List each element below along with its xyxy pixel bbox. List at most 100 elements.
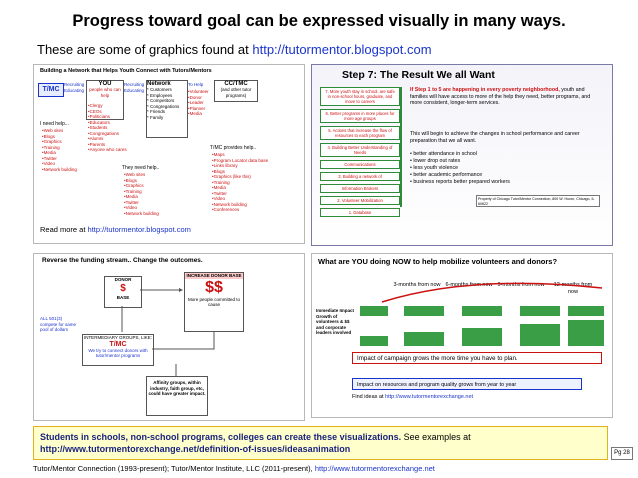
- step-box: 1. Database: [320, 208, 400, 217]
- i-need-item: •Network building: [42, 166, 77, 172]
- you-item: •Anyone who cares: [88, 147, 127, 152]
- tohelp-item: •Planner: [188, 105, 206, 111]
- footer-credits-text: Tutor/Mentor Connection (1993-present); …: [33, 464, 315, 473]
- tmc-provides-item: •Media: [212, 185, 226, 190]
- they-need-item: •Blogs: [124, 177, 137, 183]
- panel4-heading: What are YOU doing NOW to help mobilize …: [318, 257, 558, 266]
- they-need-item: •Graphics: [124, 183, 144, 188]
- footer-credits: Tutor/Mentor Connection (1993-present); …: [33, 464, 435, 473]
- affinity-box: Affinity groups, within industry, faith …: [146, 376, 208, 416]
- they-need-item: •Media: [124, 194, 138, 199]
- find-ideas-link[interactable]: http://www.tutormentorexchange.net: [385, 394, 474, 400]
- i-need-item: •Blogs: [42, 133, 55, 139]
- tmc-provides-item: •Network building: [212, 201, 247, 207]
- blog-link[interactable]: http://tutormentor.blogspot.com: [252, 42, 432, 57]
- footer-link[interactable]: http://www.tutormentorexchange.net: [314, 464, 435, 473]
- step7-bullet: • better academic performance: [410, 172, 483, 178]
- tmc-provides: T/MC provides help..: [210, 145, 257, 151]
- impact-box: Impact of campaign grows the more time y…: [352, 352, 602, 364]
- step-ladder: 7. More youth stay in school, are safe i…: [320, 87, 400, 220]
- they-need-item: •Video: [124, 205, 138, 210]
- step-box: 6. Better programs in more places for mo…: [320, 109, 400, 123]
- step7-panel: Step 7: The Result We all Want 7. More y…: [311, 64, 613, 246]
- read-more: Read more at http://tutormentor.blogspot…: [40, 225, 191, 234]
- step-box: 3. Building a network of: [320, 172, 400, 181]
- page-subtitle: These are some of graphics found at http…: [37, 42, 432, 57]
- you-item: •Politicians: [88, 114, 110, 119]
- we-try: We try to connect donors with tutor/ment…: [88, 347, 148, 359]
- network-item: * Employees: [147, 92, 173, 98]
- tohelp-label: To Help: [188, 82, 204, 87]
- tohelp-item: •Leader: [188, 100, 204, 105]
- callout-link[interactable]: http://www.tutormentorexchange.net/defin…: [40, 444, 351, 454]
- i-need-item: •Training: [42, 144, 60, 150]
- row-label: Immediate Impact: [316, 308, 355, 313]
- callout-bold: Students in schools, non-school programs…: [40, 432, 402, 442]
- step-box: Communications: [320, 160, 400, 169]
- step-box: 4. Building Better Understanding of Need…: [320, 143, 400, 157]
- tmc-provides-item: •Graphics (like this): [212, 174, 251, 179]
- step7-text-2: This will begin to achieve the changes i…: [410, 131, 580, 144]
- timeline-arrow: [360, 282, 604, 346]
- callout-box: Students in schools, non-school programs…: [33, 426, 608, 460]
- find-ideas: Find ideas at http://www.tutormentorexch…: [352, 394, 473, 400]
- they-need-item: •Web sites: [124, 172, 146, 177]
- network-graphic-panel: Building a Network that Helps Youth Conn…: [33, 64, 305, 244]
- i-need-item: •Video: [42, 161, 56, 166]
- intermediary-label: INTERMEDIARY GROUPS, LIKE:: [83, 335, 153, 340]
- tmc-provides-item: •Conferences: [212, 207, 240, 212]
- page-title: Progress toward goal can be expressed vi…: [72, 12, 566, 30]
- tmc-provides-item: •Maps: [212, 152, 225, 157]
- panel3-tmc: T/MC: [109, 340, 127, 348]
- recruiting-label-2: Recruiting Educating: [124, 82, 145, 93]
- tmc-box: T/MC: [38, 83, 64, 97]
- tohelp-item: •Media: [188, 111, 202, 116]
- find-ideas-prefix: Find ideas at: [352, 394, 386, 400]
- you-list: •Clergy•CEOs•Politicians•Educators•Stude…: [88, 103, 127, 153]
- step7-bullet: • less youth violence: [410, 165, 459, 171]
- you-sub: people who can help: [89, 87, 121, 98]
- ladder-line: [400, 87, 402, 207]
- step7-text-1: If Step 1 to 5 are happening in every po…: [410, 87, 600, 107]
- intermediary-box: INTERMEDIARY GROUPS, LIKE: T/MC We try t…: [82, 334, 154, 366]
- base-label: BASE: [116, 294, 130, 300]
- tmc-label: T/MC: [42, 86, 60, 93]
- panel1-heading: Building a Network that Helps Youth Conn…: [40, 68, 212, 74]
- step7-credit: Property of Chicago Tutor/Mentor Connect…: [476, 195, 600, 207]
- read-more-link[interactable]: http://tutormentor.blogspot.com: [87, 225, 191, 234]
- funding-arrows: [121, 288, 215, 376]
- they-need-item: •Twitter: [124, 199, 139, 205]
- tohelp-item: •Donor: [188, 94, 202, 100]
- network-item: * Family: [147, 114, 164, 120]
- tmc-provides-item: •Twitter: [212, 190, 227, 196]
- timeline-label: 3-months from now: [393, 282, 441, 288]
- panel3-heading: Reverse the funding stream.. Change the …: [42, 257, 203, 264]
- step7-text-1-bold: If Step 1 to 5 are happening in every po…: [410, 87, 560, 93]
- increase-label: INCREASE DONOR BASE: [185, 273, 243, 279]
- tmc-provides-item: •Blogs: [212, 168, 225, 174]
- i-need-item: •Media: [42, 150, 56, 155]
- cctmc-sub: (and other tutor programs): [220, 87, 252, 98]
- subtitle-prefix: These are some of graphics found at: [37, 42, 253, 57]
- recruiting-label-1: Recruiting Educating: [64, 82, 85, 93]
- network-item: * Competitors: [147, 98, 175, 103]
- i-need-help: I need help...: [40, 121, 69, 127]
- increase-box: INCREASE DONOR BASE $$ More people commi…: [184, 272, 244, 332]
- you-item: •Students: [88, 125, 108, 130]
- step-box: 7. More youth stay in school, are safe i…: [320, 87, 400, 106]
- callout-rest: See examples at: [401, 432, 471, 442]
- timeline-label: 9-months from now: [497, 282, 545, 288]
- dollar-icon: $: [120, 282, 126, 294]
- page-number: Pg 28: [611, 447, 633, 460]
- network-item: * Friends: [147, 109, 166, 114]
- you-item: •Alumni: [88, 136, 104, 141]
- tmc-provides-item: •Training: [212, 179, 230, 185]
- mobilize-panel: What are YOU doing NOW to help mobilize …: [311, 253, 613, 418]
- donor-box: DONOR $ BASE: [104, 276, 142, 308]
- step7-bullet: • lower drop out rates: [410, 158, 461, 164]
- step7-bullet: • business reports better prepared worke…: [410, 179, 510, 185]
- dollars-icon: $$: [205, 278, 223, 296]
- resources-box: Impact on resources and program quality …: [352, 378, 582, 390]
- step-box: 5. Actions that increase the flow of res…: [320, 126, 400, 140]
